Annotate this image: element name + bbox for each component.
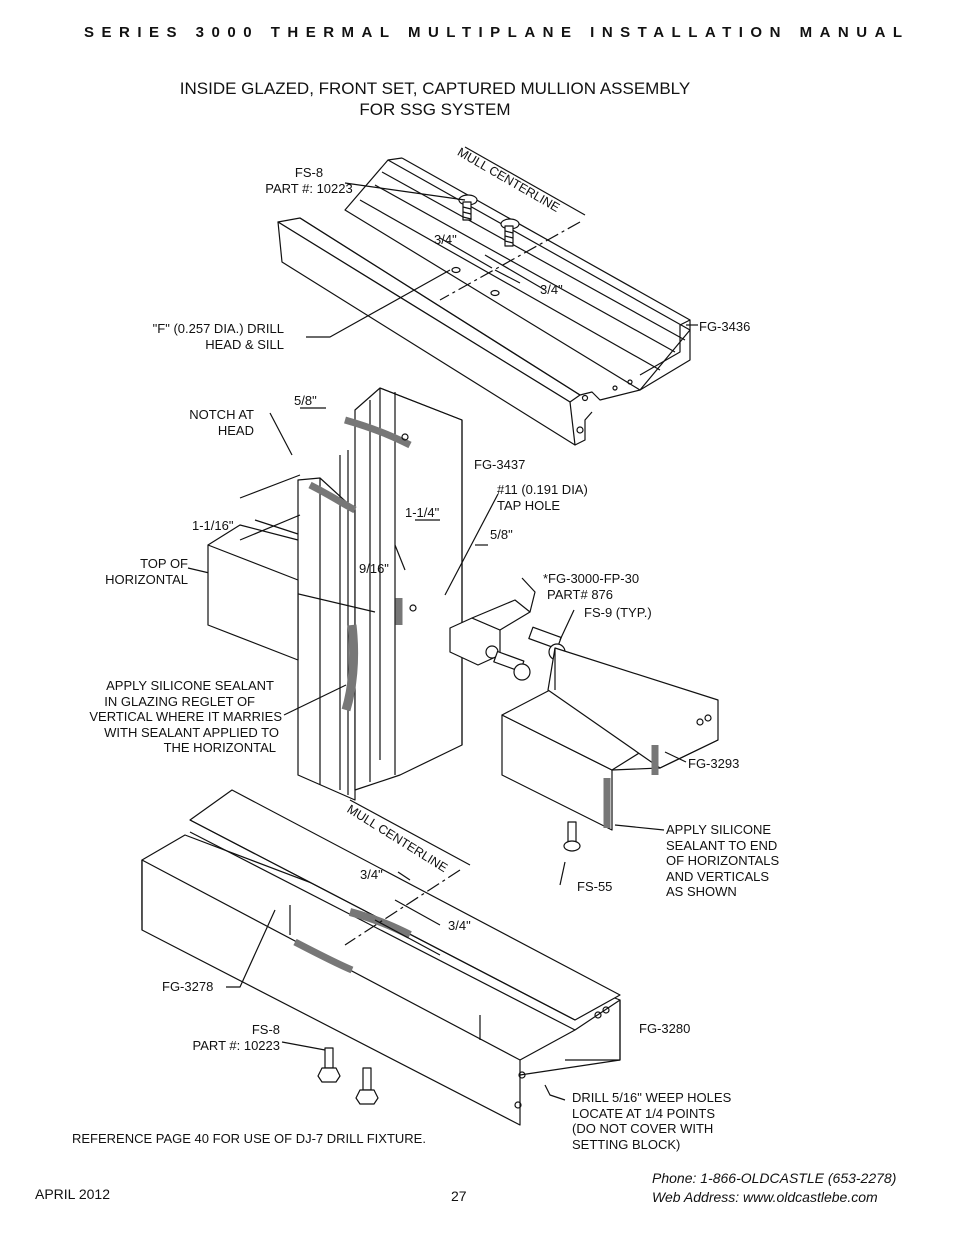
title-line-2: FOR SSG SYSTEM bbox=[359, 100, 511, 119]
dim-3-4-b: 3/4" bbox=[540, 282, 563, 297]
weep-line-1: DRILL 5/16" WEEP HOLES bbox=[572, 1090, 732, 1105]
fg3280-sill bbox=[141, 789, 621, 1126]
tap-line-2: TAP HOLE bbox=[497, 497, 561, 513]
notch-line-1: NOTCH AT bbox=[189, 407, 254, 422]
dim-5-8-b: 5/8" bbox=[490, 527, 513, 542]
apply-b-line-1: APPLY SILICONE bbox=[666, 822, 772, 837]
weep-line-3: (DO NOT COVER WITH bbox=[572, 1121, 714, 1136]
weep-line-2: LOCATE AT 1/4 POINTS bbox=[572, 1105, 716, 1121]
fs8-top-part: PART #: 10223 bbox=[265, 180, 353, 196]
weep-holes-label: DRILL 5/16" WEEP HOLES LOCATE AT 1/4 POI… bbox=[572, 1090, 731, 1152]
dim-3-4-c: 3/4" bbox=[360, 867, 383, 882]
dim-5-8-a: 5/8" bbox=[294, 393, 317, 408]
weep-line-4: SETTING BLOCK) bbox=[572, 1136, 681, 1152]
title-line-1: INSIDE GLAZED, FRONT SET, CAPTURED MULLI… bbox=[179, 79, 691, 98]
fs8-bottom-part: PART #: 10223 bbox=[192, 1037, 280, 1053]
footer-phone: Phone: 1-866-OLDCASTLE (653-2278) bbox=[652, 1170, 897, 1186]
fp30-line-2: PART# 876 bbox=[547, 586, 614, 602]
footer-date: APRIL 2012 bbox=[35, 1186, 110, 1202]
tap-line-1: #11 (0.191 DIA) bbox=[497, 482, 588, 497]
fs8-top-label: FS-8 PART #: 10223 bbox=[244, 165, 374, 196]
top-line-1: TOP OF bbox=[140, 556, 188, 571]
apply-b-line-2: SEALANT TO END bbox=[666, 837, 778, 853]
apply-a-line-3: VERTICAL WHERE IT MARRIES bbox=[89, 709, 282, 724]
dim-9-16: 9/16" bbox=[359, 561, 389, 576]
fg3278-label: FG-3278 bbox=[162, 979, 214, 994]
tap-hole-label: #11 (0.191 DIA) TAP HOLE bbox=[497, 482, 588, 513]
apply-sealant-label-b: APPLY SILICONE SEALANT TO END OF HORIZON… bbox=[666, 822, 779, 900]
dim-1-1-16: 1-1/16" bbox=[192, 518, 234, 533]
apply-b-line-4: AND VERTICALS bbox=[666, 868, 770, 884]
top-of-horizontal-label: TOP OF HORIZONTAL bbox=[80, 556, 188, 587]
drawing-title: INSIDE GLAZED, FRONT SET, CAPTURED MULLI… bbox=[0, 78, 870, 120]
fg3436-label: FG-3436 bbox=[699, 319, 751, 334]
apply-b-line-3: OF HORIZONTALS bbox=[666, 853, 780, 868]
fs8-bottom-label: FS-8 PART #: 10223 bbox=[160, 1022, 280, 1053]
notch-line-2: HEAD bbox=[217, 422, 254, 438]
apply-b-line-5: AS SHOWN bbox=[666, 884, 737, 899]
fp30-label: *FG-3000-FP-30 PART# 876 bbox=[543, 571, 639, 602]
reference-note: REFERENCE PAGE 40 FOR USE OF DJ-7 DRILL … bbox=[72, 1131, 426, 1146]
apply-a-line-5: THE HORIZONTAL bbox=[163, 740, 276, 755]
drill-f-line-1: "F" (0.257 DIA.) DRILL bbox=[152, 321, 284, 336]
fs8-bottom-code: FS-8 bbox=[251, 1022, 280, 1037]
fs9-label: FS-9 (TYP.) bbox=[584, 605, 652, 620]
fg3293-member bbox=[501, 647, 719, 886]
manual-header: SERIES 3000 THERMAL MULTIPLANE INSTALLAT… bbox=[84, 24, 910, 41]
apply-a-line-2: IN GLAZING REGLET OF bbox=[104, 693, 255, 709]
apply-a-line-1: APPLY SILICONE SEALANT bbox=[106, 678, 274, 693]
fg3293-label: FG-3293 bbox=[688, 756, 740, 771]
page-number: 27 bbox=[451, 1188, 467, 1204]
fp30-line-1: *FG-3000-FP-30 bbox=[543, 571, 640, 586]
fs55-label: FS-55 bbox=[577, 879, 613, 894]
dim-3-4-a: 3/4" bbox=[434, 232, 457, 247]
fs8-top-code: FS-8 bbox=[294, 165, 324, 180]
apply-a-line-4: WITH SEALANT APPLIED TO bbox=[104, 724, 279, 740]
footer-web: Web Address: www.oldcastlebe.com bbox=[652, 1189, 878, 1205]
fg3280-label: FG-3280 bbox=[639, 1021, 691, 1036]
fg3436-member bbox=[277, 146, 698, 446]
drill-f-label: "F" (0.257 DIA.) DRILL HEAD & SILL bbox=[110, 321, 284, 352]
drill-f-line-2: HEAD & SILL bbox=[205, 336, 284, 352]
notch-label: NOTCH AT HEAD bbox=[150, 407, 254, 438]
dim-1-1-4: 1-1/4" bbox=[405, 505, 440, 520]
left-horizontal bbox=[207, 519, 299, 661]
apply-sealant-label-a: APPLY SILICONE SEALANT IN GLAZING REGLET… bbox=[60, 678, 282, 756]
top-line-2: HORIZONTAL bbox=[105, 571, 188, 587]
fp30-clip bbox=[449, 577, 575, 681]
fg3437-label: FG-3437 bbox=[474, 457, 526, 472]
fg3437-mullion bbox=[187, 387, 499, 801]
dim-3-4-d: 3/4" bbox=[448, 918, 471, 933]
